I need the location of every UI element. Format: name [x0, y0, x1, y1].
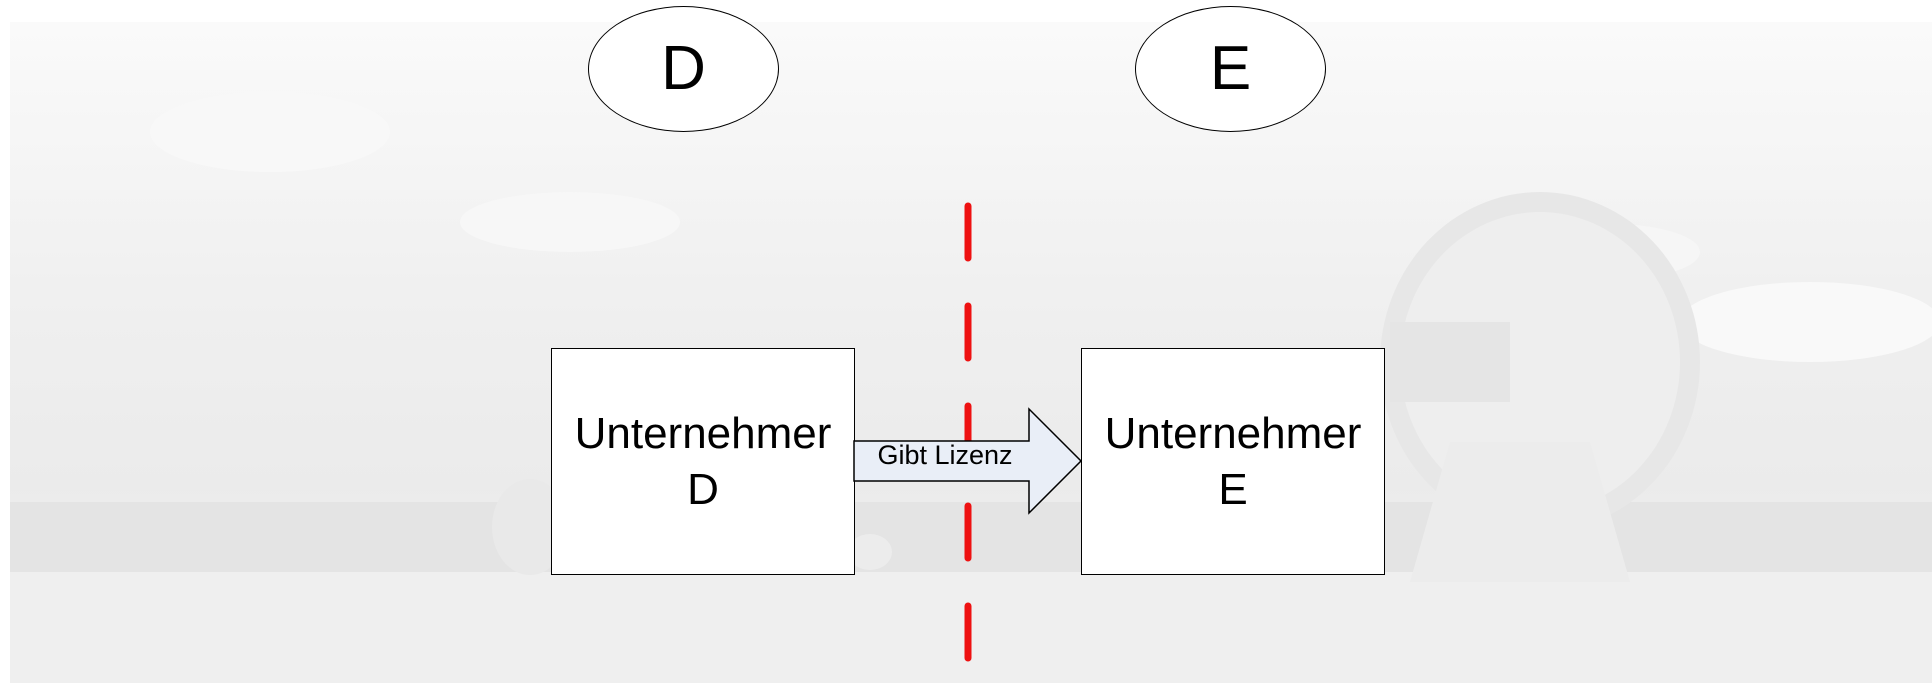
- country-ellipse-e: E: [1135, 6, 1326, 132]
- country-label-e: E: [1209, 34, 1252, 103]
- company-box-d-line1: Unternehmer: [574, 408, 832, 458]
- country-border-dashed-line: [964, 202, 972, 674]
- company-box-d-line2: D: [687, 464, 719, 514]
- license-arrow: [853, 407, 1083, 515]
- company-box-e-line2: E: [1218, 464, 1248, 514]
- company-box-e-line1: Unternehmer: [1104, 408, 1362, 458]
- company-box-e: Unternehmer E: [1081, 348, 1385, 575]
- country-label-d: D: [661, 34, 706, 103]
- country-ellipse-d: D: [588, 6, 779, 132]
- license-arrow-label: Gibt Lizenz: [877, 440, 1013, 470]
- company-box-d: Unternehmer D: [551, 348, 855, 575]
